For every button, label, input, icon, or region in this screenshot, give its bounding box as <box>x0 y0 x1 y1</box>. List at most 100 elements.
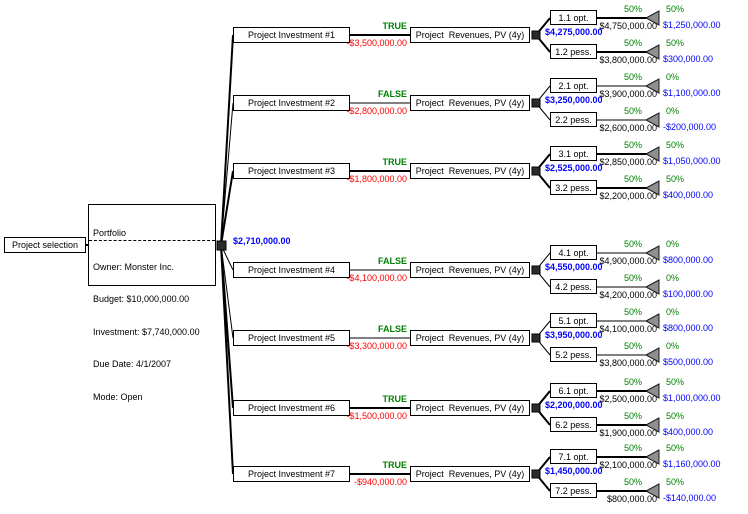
portfolio-decision-node-square[interactable] <box>216 240 227 251</box>
project-node[interactable]: Project Investment #1 <box>233 27 350 43</box>
end-value: $1,100,000.00 <box>663 88 721 98</box>
portfolio-due-date: Due Date: 4/1/2007 <box>93 359 172 369</box>
chance-node-square[interactable] <box>531 265 541 275</box>
leaf-node[interactable]: 6.1 opt. <box>550 383 597 398</box>
branch-probability: 50% <box>623 140 642 150</box>
leaf-node[interactable]: 7.2 pess. <box>550 483 597 498</box>
branch-probability: 50% <box>623 411 642 421</box>
revenue-node[interactable]: Project Revenues, PV (4y) <box>410 330 530 346</box>
end-value: $800,000.00 <box>663 323 714 333</box>
portfolio-budget: Budget: $10,000,000.00 <box>93 294 190 304</box>
revenue-expected-value: $1,450,000.00 <box>545 466 603 476</box>
project-node[interactable]: Project Investment #4 <box>233 262 350 278</box>
leaf-node[interactable]: 2.2 pess. <box>550 112 597 127</box>
chance-node-square[interactable] <box>531 166 541 176</box>
revenue-node[interactable]: Project Revenues, PV (4y) <box>410 95 530 111</box>
leaf-node[interactable]: 2.1 opt. <box>550 78 597 93</box>
branch-cost: -$4,100,000.00 <box>346 273 407 283</box>
portfolio-node[interactable]: Portfolio Owner: Monster Inc. Budget: $1… <box>88 204 216 402</box>
portfolio-investment: Investment: $7,740,000.00 <box>93 326 200 337</box>
chance-node-square[interactable] <box>531 333 541 343</box>
end-probability: 50% <box>666 443 685 453</box>
end-node-triangle[interactable] <box>644 449 660 465</box>
portfolio-mode: Mode: Open <box>93 391 143 402</box>
branch-payoff: $4,900,000.00 <box>599 256 657 266</box>
branch-payoff: $4,750,000.00 <box>599 21 657 31</box>
project-node[interactable]: Project Investment #6 <box>233 400 350 416</box>
branch-payoff: $3,800,000.00 <box>599 55 657 65</box>
leaf-node[interactable]: 4.1 opt. <box>550 245 597 260</box>
revenue-node-label: Project Revenues, PV (4y) <box>415 333 525 343</box>
branch-payoff: $3,900,000.00 <box>599 89 657 99</box>
project-node-label: Project Investment #7 <box>247 469 336 479</box>
revenue-node-label: Project Revenues, PV (4y) <box>415 469 525 479</box>
chance-node-square[interactable] <box>531 30 541 40</box>
end-value: $800,000.00 <box>663 255 714 265</box>
branch-cost: -$940,000.00 <box>353 477 407 487</box>
end-value: $300,000.00 <box>663 54 714 64</box>
project-node[interactable]: Project Investment #3 <box>233 163 350 179</box>
leaf-node[interactable]: 5.2 pess. <box>550 347 597 362</box>
end-value: $400,000.00 <box>663 427 714 437</box>
branch-probability: 50% <box>623 273 642 283</box>
leaf-node[interactable]: 1.2 pess. <box>550 44 597 59</box>
revenue-node[interactable]: Project Revenues, PV (4y) <box>410 27 530 43</box>
chance-node-square[interactable] <box>531 98 541 108</box>
chance-node-square[interactable] <box>531 469 541 479</box>
end-node-triangle[interactable] <box>644 10 660 26</box>
thin-connector-lines <box>220 85 648 356</box>
end-probability: 50% <box>666 377 685 387</box>
end-probability: 0% <box>666 307 680 317</box>
branch-cost: -$2,800,000.00 <box>346 106 407 116</box>
leaf-node[interactable]: 1.1 opt. <box>550 10 597 25</box>
leaf-node-label: 2.1 opt. <box>558 80 589 91</box>
leaf-node[interactable]: 3.1 opt. <box>550 146 597 161</box>
end-node-triangle[interactable] <box>644 347 660 363</box>
branch-payoff: $800,000.00 <box>606 494 657 504</box>
end-probability: 0% <box>666 239 680 249</box>
project-node[interactable]: Project Investment #7 <box>233 466 350 482</box>
leaf-node[interactable]: 3.2 pess. <box>550 180 597 195</box>
leaf-node-label: 1.1 opt. <box>558 12 589 23</box>
leaf-node-label: 3.2 pess. <box>555 182 592 193</box>
end-node-triangle[interactable] <box>644 112 660 128</box>
branch-cost: -$3,500,000.00 <box>346 38 407 48</box>
project-node[interactable]: Project Investment #2 <box>233 95 350 111</box>
project-node-label: Project Investment #3 <box>247 166 336 176</box>
root-node-project-selection[interactable]: Project selection <box>4 237 86 253</box>
end-node-triangle[interactable] <box>644 483 660 499</box>
leaf-node[interactable]: 7.1 opt. <box>550 449 597 464</box>
leaf-node[interactable]: 6.2 pess. <box>550 417 597 432</box>
end-node-triangle[interactable] <box>644 44 660 60</box>
chance-node-square[interactable] <box>531 403 541 413</box>
end-node-triangle[interactable] <box>644 383 660 399</box>
leaf-node[interactable]: 4.2 pess. <box>550 279 597 294</box>
end-node-triangle[interactable] <box>644 180 660 196</box>
end-node-triangle[interactable] <box>644 146 660 162</box>
end-node-triangle[interactable] <box>644 279 660 295</box>
end-probability: 0% <box>666 273 680 283</box>
branch-payoff: $4,100,000.00 <box>599 324 657 334</box>
branch-probability: 50% <box>623 174 642 184</box>
project-node[interactable]: Project Investment #5 <box>233 330 350 346</box>
branch-probability: 50% <box>623 377 642 387</box>
decision-value: FALSE <box>377 256 407 266</box>
decision-value: TRUE <box>382 394 408 404</box>
end-node-triangle[interactable] <box>644 245 660 261</box>
branch-probability: 50% <box>623 72 642 82</box>
project-node-label: Project Investment #6 <box>247 403 336 413</box>
end-node-triangle[interactable] <box>644 313 660 329</box>
end-probability: 50% <box>666 140 685 150</box>
revenue-node[interactable]: Project Revenues, PV (4y) <box>410 262 530 278</box>
revenue-expected-value: $4,550,000.00 <box>545 262 603 272</box>
end-node-triangle[interactable] <box>644 417 660 433</box>
revenue-node[interactable]: Project Revenues, PV (4y) <box>410 163 530 179</box>
end-value: $1,250,000.00 <box>663 20 721 30</box>
revenue-node[interactable]: Project Revenues, PV (4y) <box>410 400 530 416</box>
leaf-node[interactable]: 5.1 opt. <box>550 313 597 328</box>
end-value: $500,000.00 <box>663 357 714 367</box>
end-node-triangle[interactable] <box>644 78 660 94</box>
revenue-node[interactable]: Project Revenues, PV (4y) <box>410 466 530 482</box>
project-node-label: Project Investment #4 <box>247 265 336 275</box>
